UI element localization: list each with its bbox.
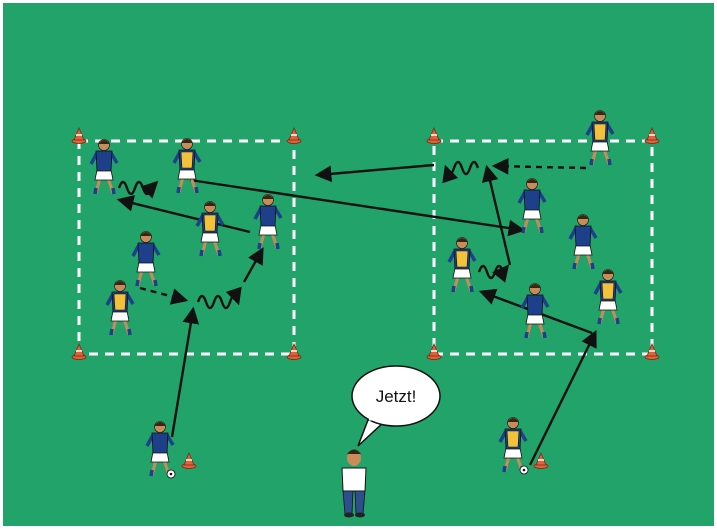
cone-icon <box>71 126 87 144</box>
pass-arrow <box>314 163 435 183</box>
speech-bubble: Jetzt! <box>351 365 441 447</box>
player-icon <box>447 237 477 293</box>
pass-arrow <box>528 329 597 466</box>
player-icon <box>105 280 135 336</box>
player-icon <box>517 178 547 234</box>
pass-arrow <box>481 164 512 266</box>
cone-icon <box>533 451 549 469</box>
cone-icon <box>644 126 660 144</box>
pass-arrow <box>116 195 251 234</box>
pitch <box>3 3 714 526</box>
cone-icon <box>71 342 87 360</box>
pass-arrow <box>242 247 264 283</box>
coach <box>341 449 367 518</box>
run-arrow <box>491 157 587 175</box>
players <box>89 110 623 479</box>
player-icon <box>593 269 623 325</box>
cone-icon <box>426 342 442 360</box>
cone-icon <box>181 451 197 469</box>
right-zone <box>432 139 654 356</box>
pass-arrow <box>170 306 200 438</box>
speech-text: Jetzt! <box>376 387 417 406</box>
dribble-arrow <box>442 160 480 184</box>
arrows <box>116 157 597 466</box>
player-icon <box>568 214 598 270</box>
cone-icon <box>426 126 442 144</box>
player-icon <box>195 201 225 257</box>
player-icon <box>520 283 550 339</box>
cone-icon <box>286 342 302 360</box>
pass-arrow <box>189 178 526 237</box>
player-icon <box>498 417 529 475</box>
player-icon <box>585 110 615 166</box>
player-icon <box>131 231 161 287</box>
cones <box>71 126 660 469</box>
cone-icon <box>644 342 660 360</box>
player-icon <box>89 139 119 195</box>
player-icon <box>145 421 176 479</box>
dribble-arrow <box>477 264 510 283</box>
cone-icon <box>286 126 302 144</box>
player-icon <box>253 194 283 250</box>
dribble-arrow <box>196 286 242 310</box>
run-arrow <box>139 286 189 305</box>
dribble-arrow <box>117 180 159 199</box>
player-icon <box>172 138 202 194</box>
